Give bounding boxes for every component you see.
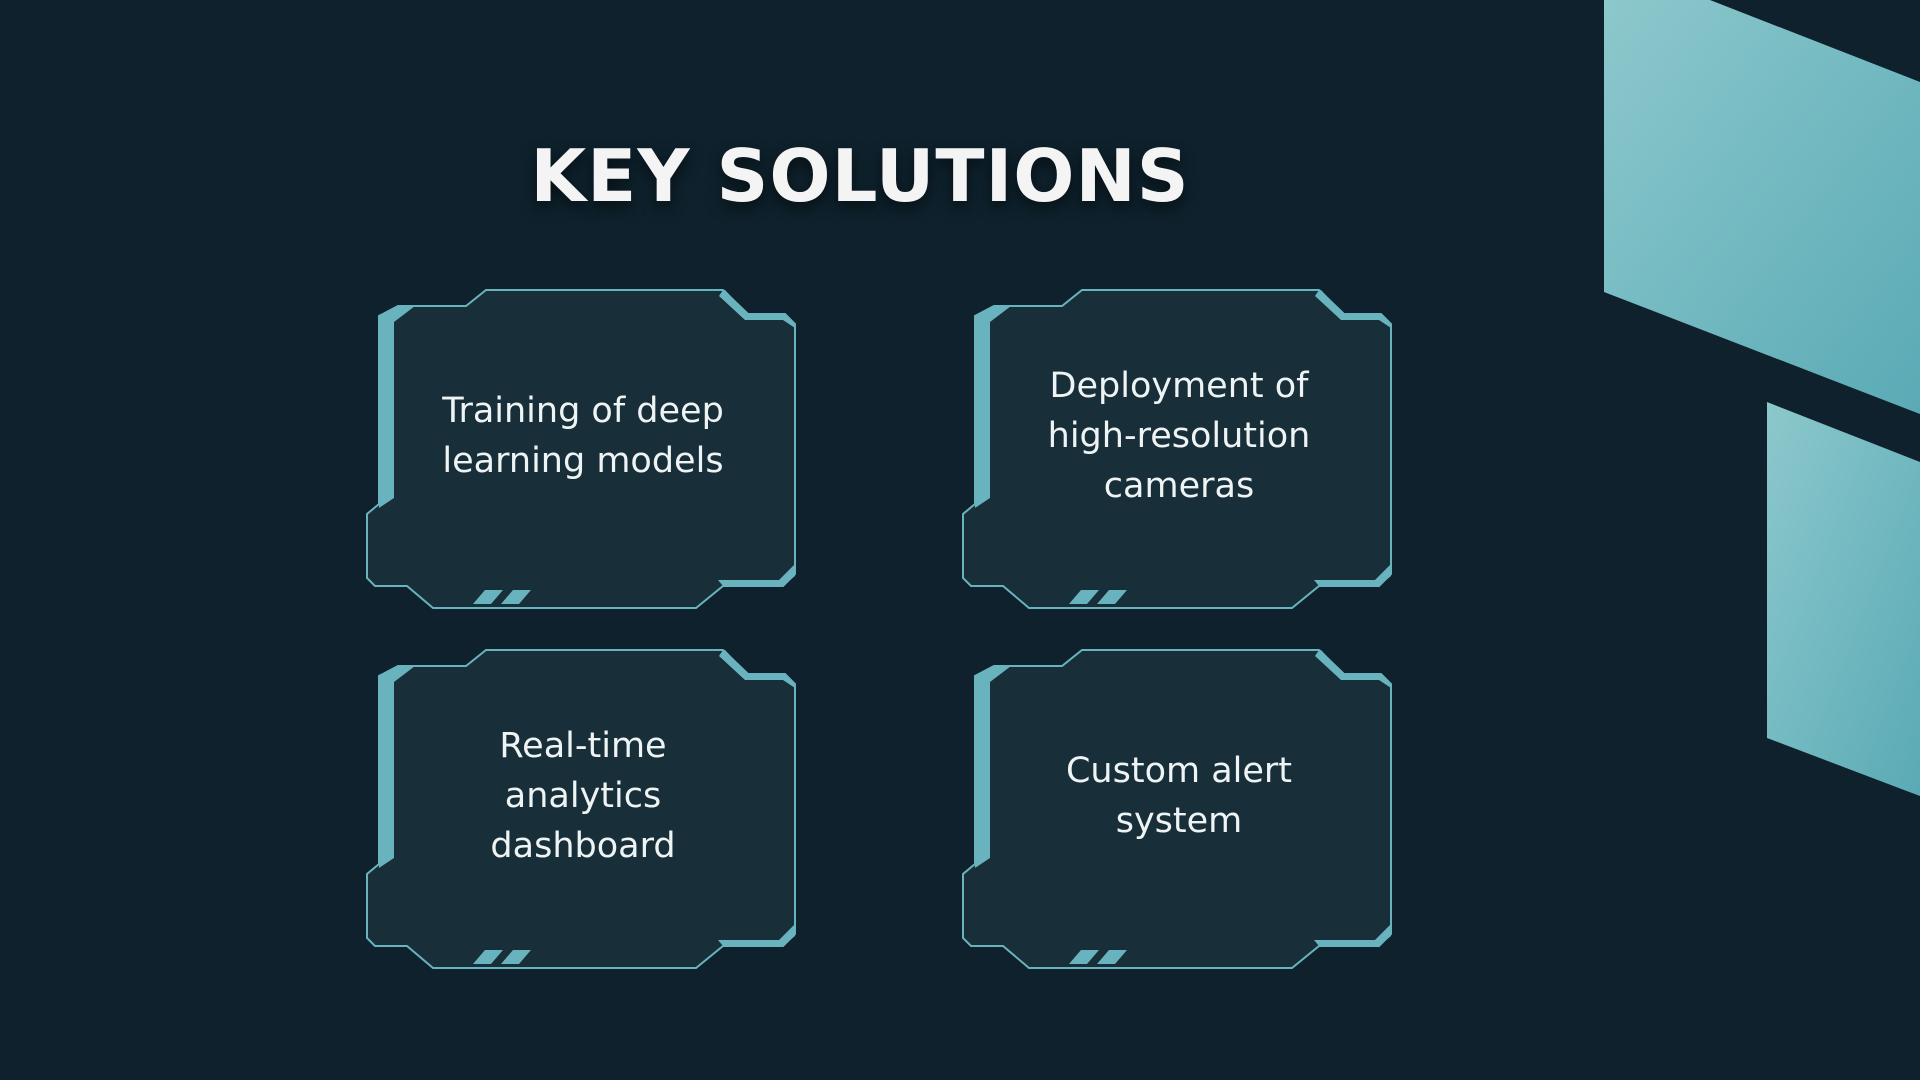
card-label: Real-time analytics dashboard — [490, 726, 676, 866]
corner-shape-bottom — [1767, 402, 1920, 796]
card-label: Deployment of high-resolution cameras — [1047, 366, 1311, 506]
corner-shape-top — [1604, 0, 1920, 414]
card-label: Training of deep learning models — [442, 391, 724, 481]
card-accent-top — [719, 650, 795, 688]
card-accent-bottom — [1314, 924, 1391, 946]
card-accent-left — [379, 306, 415, 508]
card-stripe — [473, 950, 503, 964]
card-stripe — [473, 590, 503, 604]
card-accent-left — [975, 306, 1011, 508]
card-stripe — [1097, 950, 1127, 964]
solution-card-3: Real-time analytics dashboard — [363, 646, 803, 976]
card-accent-left — [975, 666, 1011, 868]
card-accent-top — [1315, 290, 1391, 328]
card-label: Custom alert system — [1065, 751, 1293, 841]
card-accent-left — [379, 666, 415, 868]
card-accent-top — [1315, 650, 1391, 688]
card-accent-bottom — [1314, 564, 1391, 586]
card-stripe — [501, 590, 531, 604]
card-accent-bottom — [718, 564, 795, 586]
solution-card-4: Custom alert system — [959, 646, 1399, 976]
card-accent-top — [719, 290, 795, 328]
solution-card-1: Training of deep learning models — [363, 286, 803, 616]
card-accent-bottom — [718, 924, 795, 946]
card-stripe — [501, 950, 531, 964]
slide-title: KEY SOLUTIONS — [530, 134, 1190, 218]
solution-card-2: Deployment of high-resolution cameras — [959, 286, 1399, 616]
card-stripe — [1069, 950, 1099, 964]
card-stripe — [1097, 590, 1127, 604]
card-stripe — [1069, 590, 1099, 604]
